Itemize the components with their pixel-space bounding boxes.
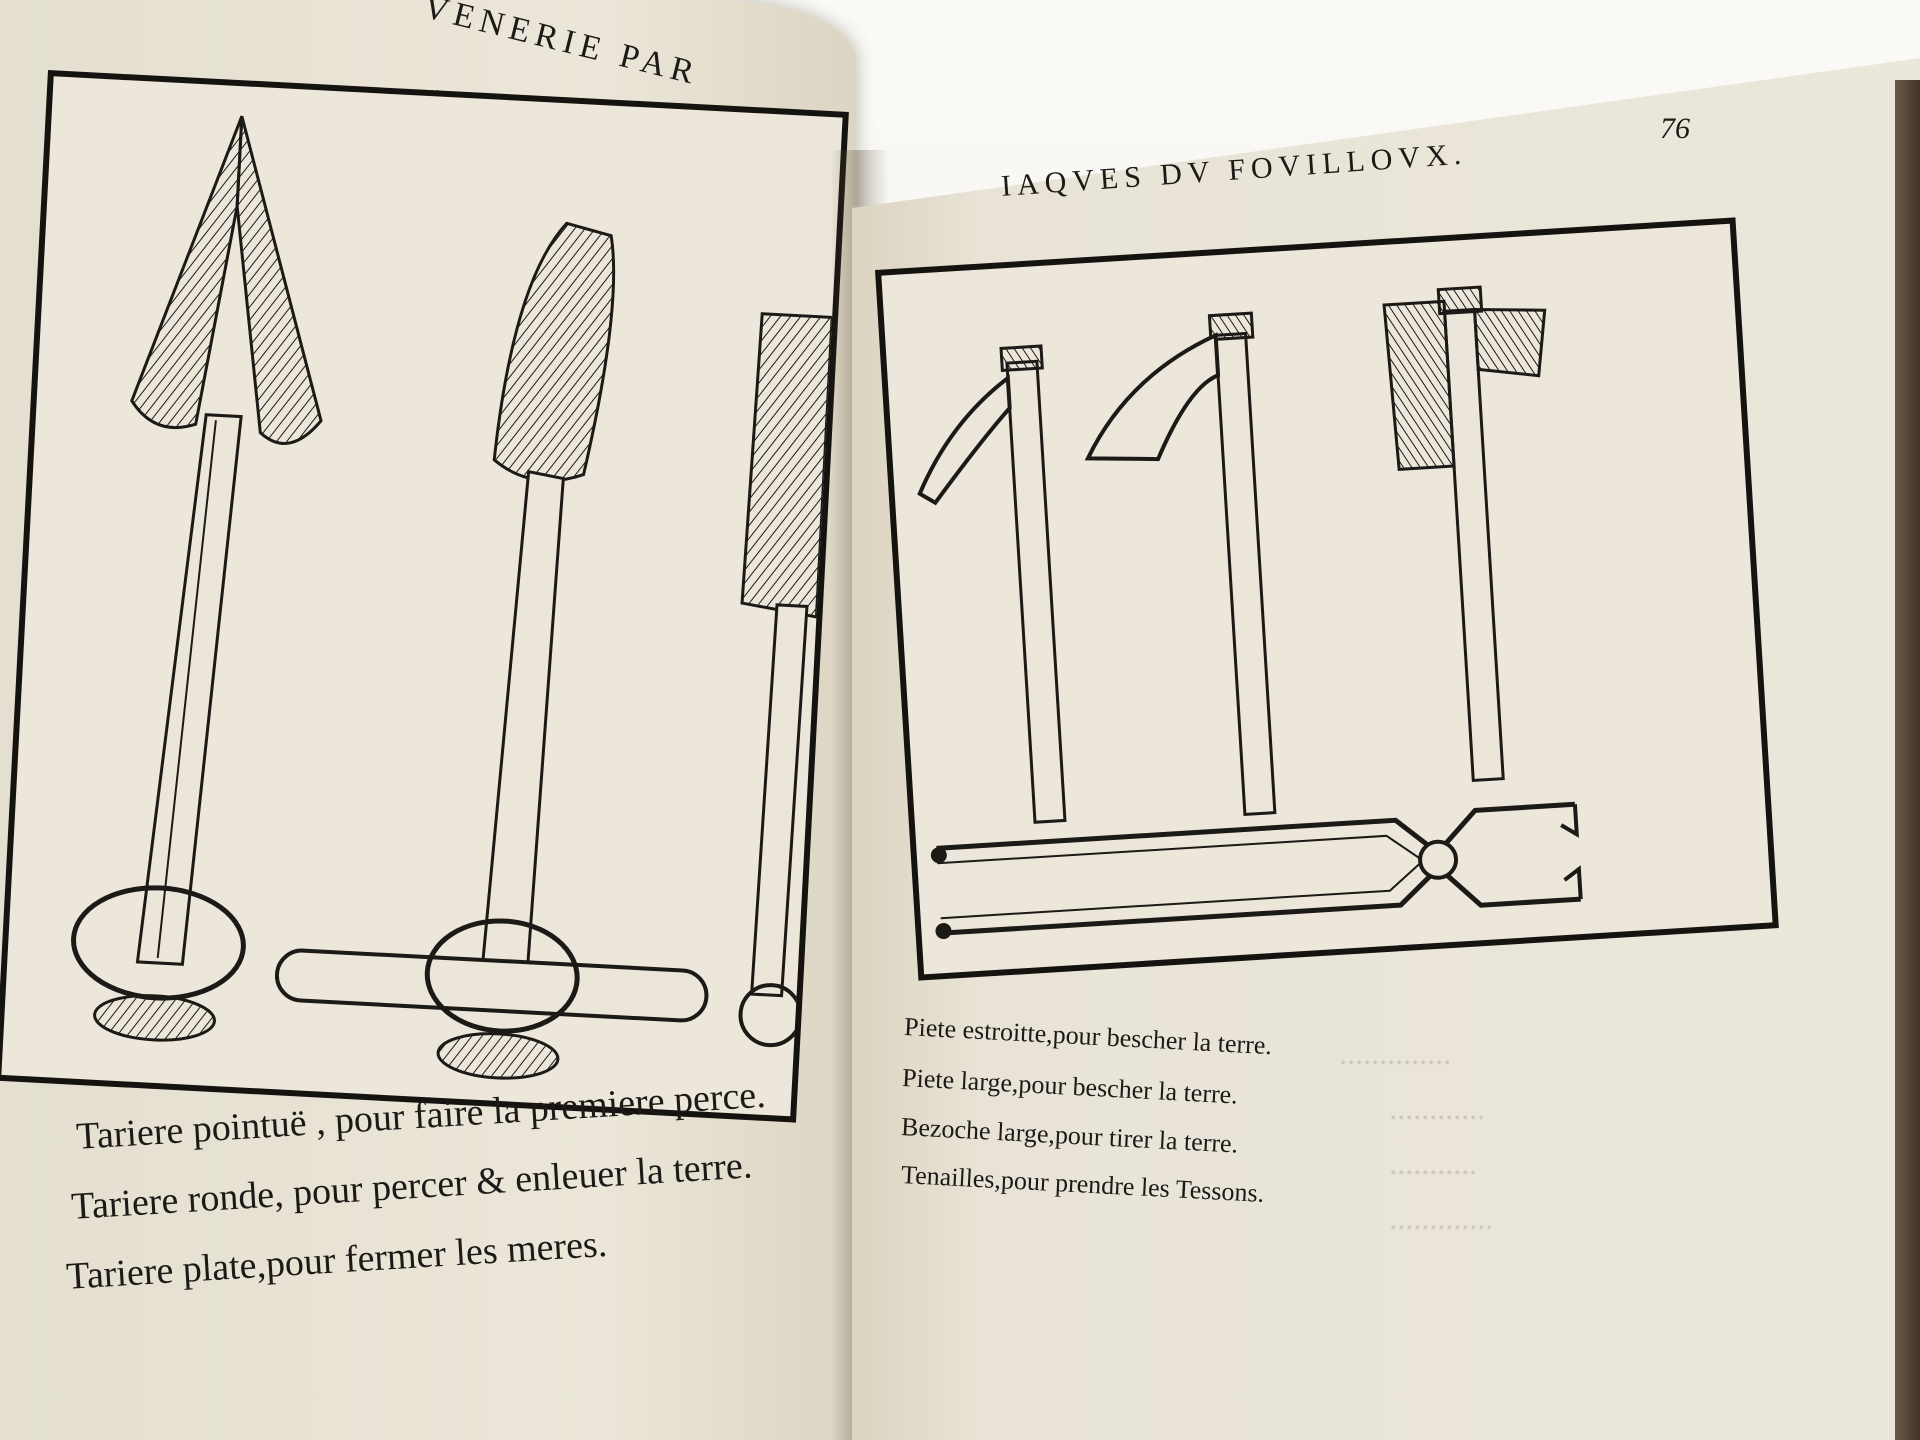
woodcut-tools: [875, 217, 1779, 981]
page-number: 76: [1660, 112, 1690, 145]
show-through-text: ............: [1390, 1090, 1486, 1126]
book-cover-edge: [1895, 80, 1920, 1440]
show-through-text: ..............: [1340, 1035, 1452, 1071]
round-auger: [274, 221, 709, 1080]
left-caption-2: Tariere ronde, pour percer & enleuer la …: [70, 1144, 754, 1228]
show-through-text: .............: [1390, 1200, 1494, 1236]
left-page: ....... VENERIE PAR Les ferrements.: [0, 0, 856, 1440]
show-through-text: ...........: [1390, 1145, 1478, 1181]
narrow-spade: [917, 344, 1067, 824]
flat-auger: [738, 312, 834, 1048]
pointed-auger: [71, 115, 323, 1042]
tools-illustration: [917, 285, 1583, 940]
woodcut-tarieres: [0, 70, 849, 1123]
wide-pick: [1382, 285, 1547, 783]
wide-spade: [1084, 311, 1277, 817]
augers-illustration: [71, 115, 834, 1080]
tongs: [930, 801, 1583, 940]
left-caption-3: Tariere plate,pour fermer les meres.: [65, 1222, 609, 1298]
